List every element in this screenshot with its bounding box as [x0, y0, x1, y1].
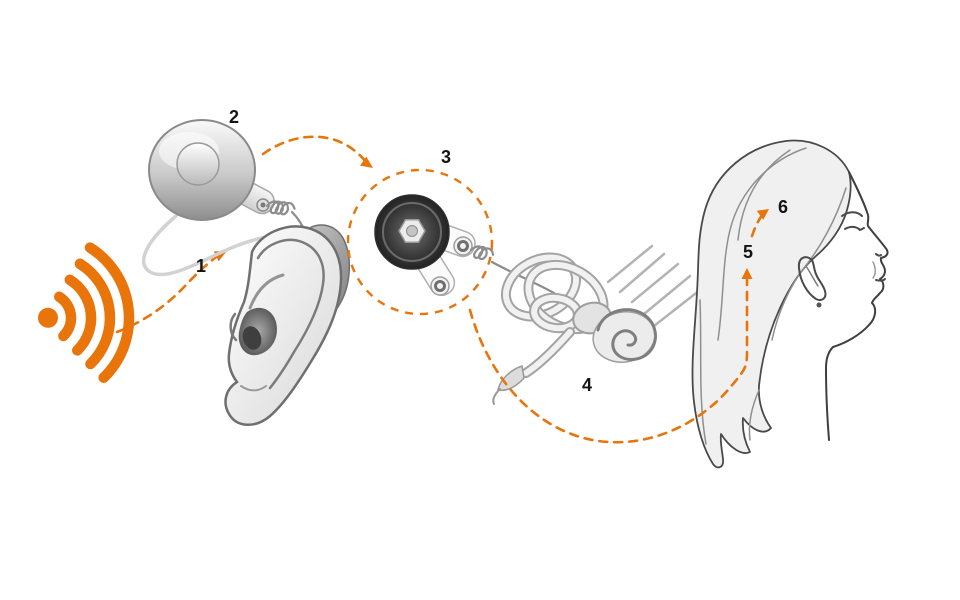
mouth-line — [875, 278, 886, 282]
face-profile — [825, 171, 889, 441]
sound-dot — [37, 307, 58, 328]
implant-fixation-ring-2-hole — [434, 280, 446, 292]
eyebrow — [841, 211, 863, 217]
arrowhead-5 — [741, 268, 753, 279]
implant-magnet-center — [406, 225, 418, 237]
implant-illustration — [346, 168, 556, 316]
flow-arrow-2 — [261, 135, 373, 168]
ear-helix-inner — [256, 238, 325, 390]
flow-arrow-5 — [468, 268, 753, 444]
step-1-label: 1 — [196, 256, 206, 276]
head-ear-inner — [805, 265, 819, 287]
sound-waves-icon — [37, 242, 135, 383]
step-3-label: 3 — [441, 147, 451, 167]
flow-arrow-6 — [750, 209, 769, 238]
hair-strands — [699, 147, 847, 445]
arrowhead-6 — [756, 209, 769, 220]
electrode-coil — [469, 245, 495, 261]
cochlea-illustration — [492, 244, 702, 405]
ear-lobe-crease — [240, 385, 267, 392]
eye — [844, 225, 865, 232]
processor-center-button — [176, 142, 220, 186]
ear-illustration — [224, 224, 351, 426]
implant-fixation-ring-1-hole — [457, 240, 469, 252]
step-labels: 1 2 3 4 5 6 — [196, 107, 788, 395]
ear-outline — [224, 225, 343, 426]
sound-arc-1 — [54, 291, 77, 342]
cochlea-stem-inner — [523, 329, 573, 376]
arrowhead-2 — [360, 156, 373, 168]
processor-unit-screw-2-center — [260, 202, 266, 208]
step-4-label: 4 — [582, 375, 592, 395]
step-6-label: 6 — [778, 197, 788, 217]
funnel-tail — [492, 388, 501, 405]
head-ear — [797, 256, 827, 301]
sound-arc-2 — [64, 274, 97, 356]
implant-fixation-ring-2 — [430, 276, 450, 296]
head-profile-illustration — [691, 139, 889, 469]
ear-tragus — [229, 312, 238, 342]
earring — [816, 302, 822, 308]
processor-coil-wire — [265, 200, 296, 216]
ear-antihelix — [248, 273, 285, 310]
cochlea-spiral — [596, 308, 657, 361]
implant-coil-ring — [382, 202, 442, 262]
implant-fixation-ring-1 — [453, 236, 473, 256]
sound-arc-3 — [74, 258, 116, 370]
smile-crease — [872, 261, 876, 279]
electrode-lead — [490, 260, 556, 295]
sound-arc-4 — [84, 242, 135, 383]
implant-highlight-circle — [346, 168, 494, 316]
ear-canal — [242, 326, 262, 350]
auditory-nerve-lines — [606, 244, 702, 328]
step-5-label: 5 — [743, 242, 753, 262]
nostril — [875, 253, 882, 257]
step-2-label: 2 — [229, 107, 239, 127]
